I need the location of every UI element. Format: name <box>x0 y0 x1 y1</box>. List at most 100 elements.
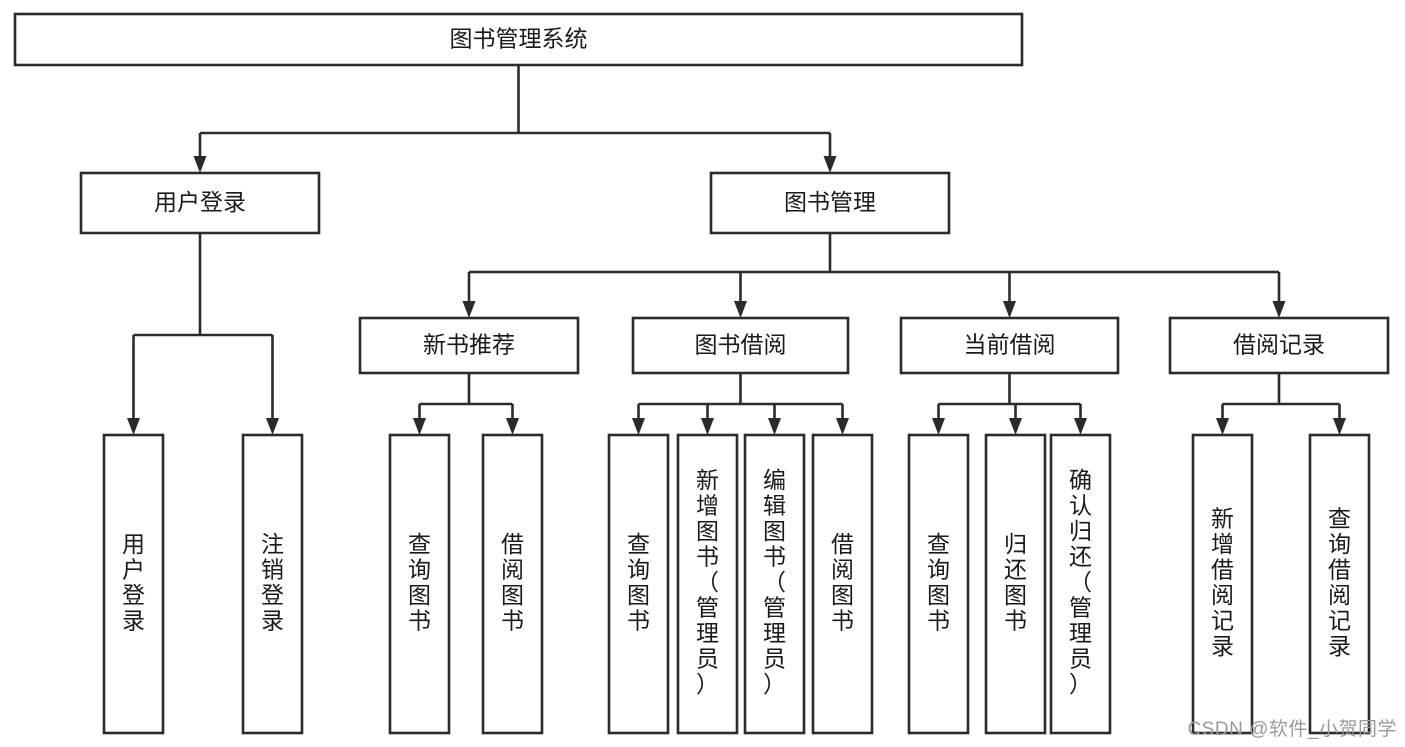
node-label-char: 认 <box>1069 493 1092 519</box>
node-label-char: 登 <box>122 582 145 608</box>
node-label-char: ） <box>696 671 719 697</box>
node-label-char: 录 <box>122 607 145 633</box>
node-label-char: 书 <box>627 607 650 633</box>
node-label-char: 查 <box>1328 505 1351 531</box>
arrow-head-icon <box>932 418 945 435</box>
node-book-management[interactable]: 图书管理 <box>709 171 951 235</box>
node-label: 当前借阅 <box>964 332 1056 358</box>
node-label-char: 辑 <box>763 493 786 519</box>
node-label-char: 员 <box>763 646 786 672</box>
node-label-char: 图 <box>627 582 650 608</box>
node-box <box>907 433 970 735</box>
node-label-char: 图 <box>501 582 524 608</box>
node-box <box>1191 433 1254 735</box>
node-label: 新书推荐 <box>423 332 515 358</box>
arrow-head-icon <box>701 418 714 435</box>
node-label: 图书借阅 <box>695 332 787 358</box>
node-label-char: 理 <box>763 620 786 646</box>
node-box <box>631 316 850 375</box>
node-label-char: 图 <box>927 582 950 608</box>
connectors-layer <box>127 65 1346 435</box>
node-label-char: 阅 <box>1328 582 1351 608</box>
node-box <box>607 433 670 735</box>
node-leaf-user-login[interactable]: 用户登录 <box>102 433 165 735</box>
node-label-char: 记 <box>1211 607 1234 633</box>
arrow-head-icon <box>462 301 476 318</box>
arrow-head-icon <box>1333 418 1346 435</box>
connector-group-book-borrow <box>632 373 849 435</box>
node-label-char: 询 <box>408 556 431 582</box>
node-label-char: 归 <box>1069 518 1092 544</box>
node-label-char: 新 <box>1211 505 1234 531</box>
connector-group-borrow-record <box>1216 373 1346 435</box>
node-label-char: 图 <box>831 582 854 608</box>
connector-group-new-book-recommend <box>413 373 519 435</box>
node-box <box>1308 433 1371 735</box>
node-label-char: 询 <box>627 556 650 582</box>
node-label-char: 确 <box>1069 467 1092 493</box>
node-label-char: 图 <box>408 582 431 608</box>
node-box <box>1049 433 1112 735</box>
node-label-char: 管 <box>763 595 786 621</box>
node-label-char: 增 <box>1211 531 1234 557</box>
node-label-char: 登 <box>261 582 284 608</box>
node-box <box>358 316 580 375</box>
node-label: 图书管理系统 <box>450 26 588 52</box>
node-label-char: 还 <box>1004 556 1027 582</box>
node-label-char: 借 <box>501 531 524 557</box>
node-label-char: 阅 <box>1211 582 1234 608</box>
node-label-char: 阅 <box>501 556 524 582</box>
node-label-char: 录 <box>1328 633 1351 659</box>
arrow-head-icon <box>1074 418 1087 435</box>
node-box <box>388 433 451 735</box>
node-user-login[interactable]: 用户登录 <box>79 171 321 235</box>
node-current-borrow[interactable]: 当前借阅 <box>899 316 1120 375</box>
arrow-head-icon <box>836 418 849 435</box>
node-new-book-recommend[interactable]: 新书推荐 <box>358 316 580 375</box>
node-label-char: 书 <box>696 544 719 570</box>
node-box <box>984 433 1047 735</box>
node-root[interactable]: 图书管理系统 <box>13 12 1024 67</box>
node-label-char: 书 <box>408 607 431 633</box>
node-box <box>241 433 304 735</box>
node-label-char: 查 <box>627 531 650 557</box>
node-label-char: 注 <box>261 531 284 557</box>
arrow-head-icon <box>734 301 747 318</box>
node-label-char: 用 <box>122 531 145 557</box>
arrow-head-icon <box>266 418 279 435</box>
node-label-char: 理 <box>1069 620 1092 646</box>
arrow-head-icon <box>1272 301 1286 318</box>
node-label-char: 询 <box>927 556 950 582</box>
node-label-char: 书 <box>763 544 786 570</box>
node-box <box>79 171 321 235</box>
node-label-char: ） <box>763 671 786 697</box>
node-book-borrow[interactable]: 图书借阅 <box>631 316 850 375</box>
connector-group-current-borrow <box>932 373 1087 435</box>
node-label-char: 查 <box>927 531 950 557</box>
nodes-layer: 图书管理系统用户登录图书管理新书推荐图书借阅当前借阅借阅记录用户登录注销登录查询… <box>13 12 1390 735</box>
node-borrow-record[interactable]: 借阅记录 <box>1168 316 1390 375</box>
node-label-char: （ <box>696 569 719 595</box>
node-box <box>676 433 739 735</box>
node-label-char: 书 <box>501 607 524 633</box>
arrow-head-icon <box>127 418 140 435</box>
connector-group-book-management <box>462 233 1286 318</box>
arrow-head-icon <box>823 156 837 173</box>
node-label-char: 借 <box>1211 556 1234 582</box>
arrow-head-icon <box>768 418 781 435</box>
node-label-char: 图 <box>1004 582 1027 608</box>
node-label-char: 员 <box>696 646 719 672</box>
